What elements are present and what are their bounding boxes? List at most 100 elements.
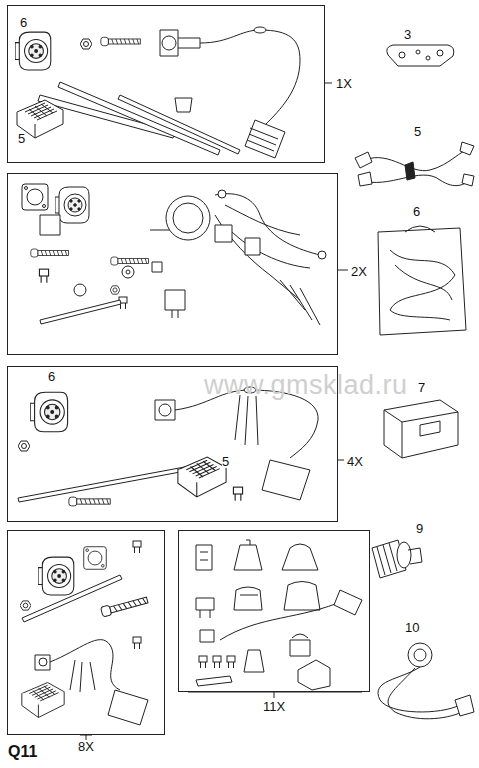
right-column-parts (405, 226, 435, 232)
frame-2-parts (215, 205, 310, 275)
frame-4-parts (262, 460, 310, 500)
frame-2-parts (215, 225, 260, 255)
right-column-parts (420, 421, 440, 436)
right-column-parts (377, 543, 397, 575)
right-column-parts (378, 228, 466, 335)
frame-2-parts (126, 270, 130, 274)
frame-11-parts (290, 634, 310, 656)
frame-1-parts (118, 95, 240, 154)
callout-number: 6 (20, 16, 27, 29)
frame-2-parts (111, 257, 149, 265)
frame-1-parts (245, 120, 285, 158)
frame-1-parts (15, 27, 300, 158)
right-column-parts (355, 142, 474, 186)
watermark: www.gmsklad.ru (204, 372, 408, 399)
frame-1-parts (101, 37, 140, 45)
frame-1-parts (200, 30, 300, 125)
frame-4-parts (18, 441, 30, 451)
frame-1-parts (247, 128, 278, 151)
frame-1-parts (175, 98, 192, 112)
frame-2-parts (166, 196, 210, 240)
frame-11-parts (234, 540, 262, 570)
frame-2-parts (173, 203, 203, 233)
frame-11-parts (199, 656, 207, 668)
frame-2-parts (270, 275, 320, 325)
group-quantity: 8X (78, 740, 94, 753)
parts-group-frame: 11X (178, 530, 370, 692)
frame-8-parts (20, 541, 149, 725)
frame-11-parts (284, 582, 320, 611)
parts-group-frame: 651X (7, 5, 325, 163)
frame-2-parts (318, 251, 326, 259)
frame-2-parts (218, 190, 226, 198)
group-quantity: 1X (336, 77, 352, 90)
frame-1-parts (162, 36, 176, 50)
callout-number: 6 (413, 205, 420, 218)
frame-4-parts (18, 466, 191, 502)
callout-number: 5 (18, 132, 25, 145)
parts-group-frame: 2X (7, 173, 338, 355)
frame-2-parts (152, 262, 162, 272)
right-column-parts (378, 667, 460, 712)
frame-2-parts (74, 284, 86, 296)
frame-11-parts (282, 544, 318, 570)
frame-4-parts (30, 392, 67, 432)
frame-1-parts (80, 39, 92, 49)
right-column-parts (414, 649, 426, 661)
frame-8-parts (133, 541, 141, 553)
leader-lines (325, 83, 332, 84)
frame-2-parts (122, 266, 134, 278)
frame-11-parts (298, 660, 330, 690)
frame-4-parts (159, 404, 171, 416)
leader-lines (338, 460, 344, 461)
frame-8-parts (101, 595, 149, 617)
frame-11-parts (244, 650, 264, 672)
frame-11-parts (234, 587, 262, 610)
frame-4-parts (18, 387, 318, 506)
parts-group-frame: 8X (7, 530, 165, 735)
frame-11-parts (227, 656, 235, 668)
frame-11-parts (196, 540, 362, 690)
frame-4-parts (175, 390, 318, 458)
callout-number: 3 (404, 28, 411, 41)
frame-8-parts (50, 640, 120, 690)
frame-8-parts (20, 601, 31, 610)
group-quantity: 4X (347, 455, 363, 468)
frame-4-parts (178, 457, 226, 497)
right-column-parts (390, 250, 455, 320)
leader-lines (338, 270, 348, 271)
frame-2-parts (31, 249, 69, 257)
callout-number: 5 (414, 125, 421, 138)
right-column-parts (397, 542, 411, 568)
frame-1-parts (15, 32, 51, 70)
frame-2-parts (22, 184, 48, 210)
frame-2-parts (40, 300, 121, 324)
right-column-parts (365, 148, 472, 171)
frame-2-parts (39, 269, 48, 283)
group-quantity: 11X (263, 700, 285, 713)
right-column-parts (416, 50, 420, 54)
frame-2-parts (22, 184, 326, 325)
right-column-parts (360, 175, 472, 186)
right-column-parts (455, 695, 474, 716)
frame-8-parts (108, 690, 148, 725)
leader-lines (188, 692, 362, 698)
frame-1-parts (58, 82, 220, 155)
right-column-parts (405, 162, 415, 180)
frame-1-parts (254, 27, 266, 33)
right-column-parts (384, 400, 458, 458)
frame-8-parts (39, 658, 47, 666)
callout-number: 10 (405, 621, 419, 634)
frame-8-parts (133, 637, 141, 649)
frame-11-parts (196, 676, 232, 686)
callout-number: 9 (416, 522, 423, 535)
frame-4-parts (233, 487, 242, 501)
callout-number: 6 (48, 370, 55, 383)
right-column-parts (408, 548, 422, 564)
frame-4-parts (69, 497, 110, 506)
frame-8-parts (38, 557, 74, 595)
frame-11-parts (196, 545, 212, 570)
right-column-parts (437, 50, 443, 56)
frame-8-parts (70, 660, 95, 692)
